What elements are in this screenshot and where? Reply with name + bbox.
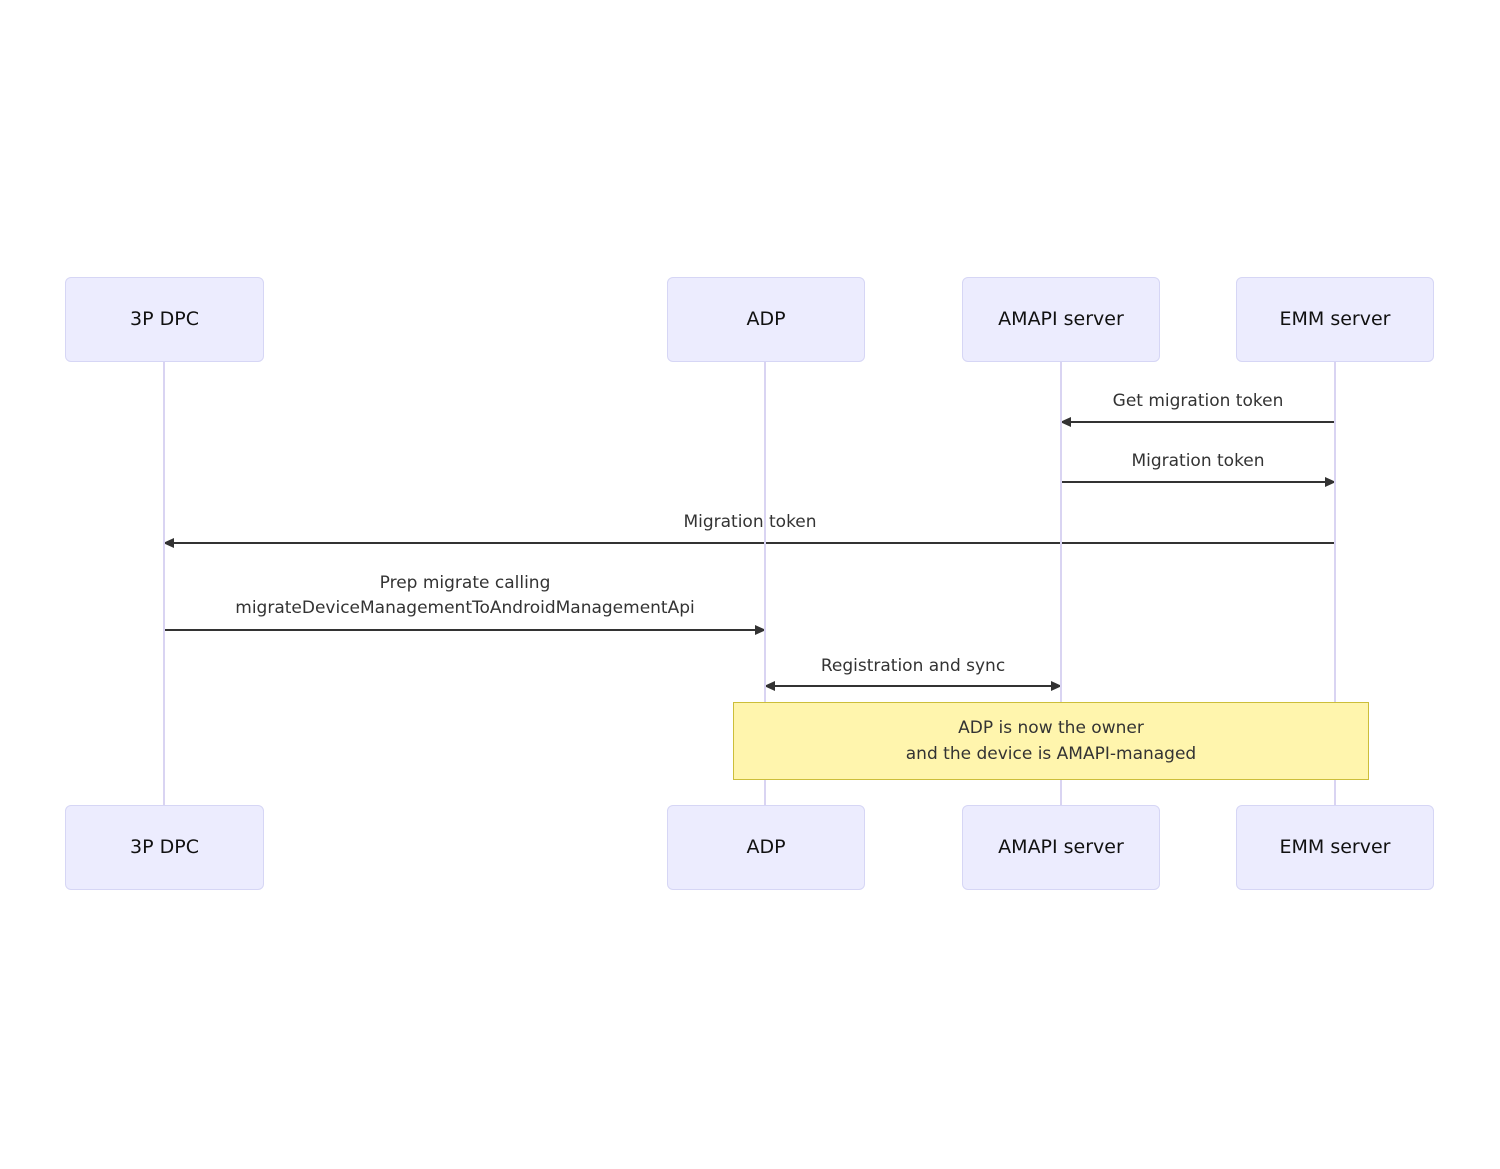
lifeline-amapi [1060,362,1062,805]
participant-label-adp: ADP [746,308,786,331]
note-adp-owner: ADP is now the owner and the device is A… [733,702,1369,780]
participant-label-amapi: AMAPI server [998,308,1124,331]
message-label-get-migration-token: Get migration token [1112,391,1284,411]
participant-bottom-amapi[interactable]: AMAPI server [962,805,1160,890]
participant-top-dpc[interactable]: 3P DPC [65,277,264,362]
participant-bottom-dpc[interactable]: 3P DPC [65,805,264,890]
participant-label-dpc-bottom: 3P DPC [130,836,199,859]
participant-label-amapi-bottom: AMAPI server [998,836,1124,859]
participant-top-amapi[interactable]: AMAPI server [962,277,1160,362]
message-label-registration-and-sync: Registration and sync [820,656,1006,676]
message-label-migration-token-to-dpc: Migration token [683,512,817,532]
participant-bottom-adp[interactable]: ADP [667,805,865,890]
participant-label-emm-bottom: EMM server [1279,836,1391,859]
participant-label-adp-bottom: ADP [746,836,786,859]
message-label-migration-token-to-emm: Migration token [1131,451,1265,471]
participant-label-dpc: 3P DPC [130,308,199,331]
participant-bottom-emm[interactable]: EMM server [1236,805,1434,890]
participant-top-emm[interactable]: EMM server [1236,277,1434,362]
note-text: ADP is now the owner and the device is A… [905,717,1197,764]
message-label-prep-migrate: Prep migrate calling migrateDeviceManage… [235,573,695,618]
lifeline-emm [1334,362,1336,805]
participant-top-adp[interactable]: ADP [667,277,865,362]
lifeline-dpc [163,362,165,805]
lifeline-adp [764,362,766,805]
participant-label-emm: EMM server [1279,308,1391,331]
